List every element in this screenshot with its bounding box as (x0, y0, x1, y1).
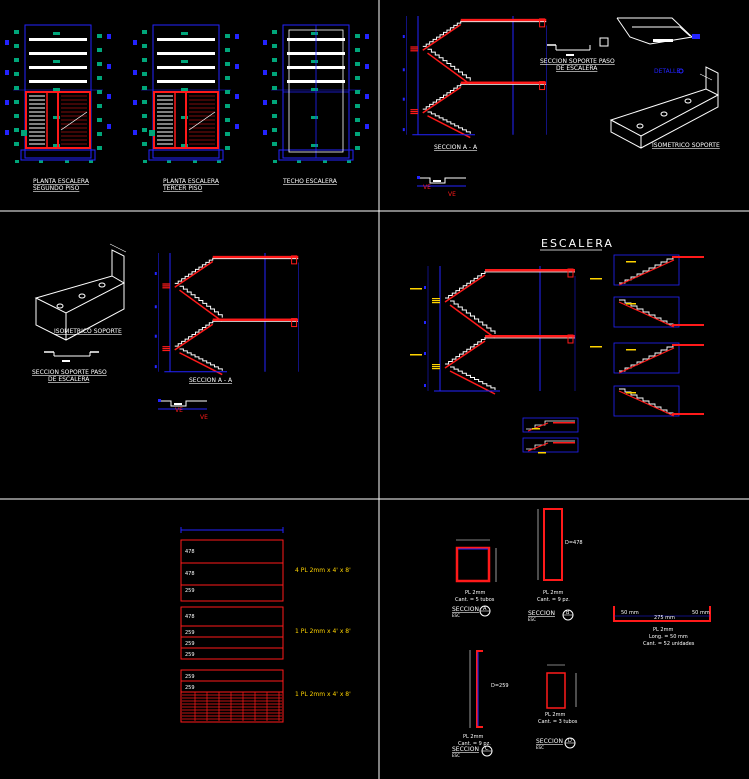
support-section-mid-subtitle: DE ESCALERA (48, 376, 90, 383)
section-c-pl: PL 2mm (463, 734, 483, 740)
plate1-row3: 259 (185, 588, 195, 594)
channel-part (613, 606, 711, 622)
plan-roof (263, 24, 369, 163)
panel-section-middle-left: ISOMETRICO SOPORTE SECCION SOPORTE PASO … (32, 243, 299, 421)
section-c-part (469, 650, 483, 728)
plate3-row1: 259 (185, 674, 195, 680)
plate2-row1: 478 (185, 614, 195, 620)
stair-section-a (402, 16, 547, 139)
channel-dim-mid: 275 mm (654, 615, 675, 621)
plate2-row2: 259 (185, 630, 195, 636)
panel-plans: PLANTA ESCALERA SEGUNDO PISO PLANTA ESCA… (5, 24, 369, 192)
detail-callout-marker (678, 68, 684, 74)
section-d-mark: D (568, 738, 572, 744)
support-section-mid (44, 351, 99, 362)
plate-layout-3 (180, 669, 284, 723)
stair-mini-details (522, 417, 579, 454)
support-section-subtitle: DE ESCALERA (556, 65, 598, 72)
plan-second-floor-subtitle: SEGUNDO PISO (33, 185, 80, 192)
section-d-pl: PL 2mm (545, 712, 565, 718)
section-c-dim: D=259 (491, 683, 509, 689)
plate2-row4: 259 (185, 652, 195, 658)
panel-section-top: SECCION A - A SECCION SOPORTE PASO DE ES… (402, 16, 720, 198)
plate3-row2: 259 (185, 685, 195, 691)
escalera-title: ESCALERA (541, 237, 614, 250)
plan-third-floor (133, 24, 239, 163)
channel-long: Long. = 50 mm (649, 634, 688, 640)
isometric-support-mid-title: ISOMETRICO SOPORTE (54, 328, 122, 335)
section-d-label: SECCION (536, 738, 563, 745)
plate3-note: 1 PL 2mm x 4' x 8' (295, 691, 351, 698)
plan-third-floor-title: PLANTA ESCALERA (163, 178, 220, 185)
section-c-mark: C (485, 746, 489, 752)
section-d-scale: ESC (536, 745, 544, 750)
section-b-dim: D=478 (565, 540, 583, 546)
section-a-pl: PL 2mm (465, 590, 485, 596)
plan-second-floor (5, 24, 111, 163)
channel-pl: PL 2mm (653, 627, 673, 633)
plate-layout-1 (180, 539, 284, 602)
section-a-part (455, 539, 497, 583)
ve-mid-label-1: VE (175, 407, 183, 414)
section-a-title: SECCION A - A (434, 144, 478, 151)
isometric-support-top (609, 66, 720, 149)
stair-elevation-main (410, 266, 602, 395)
channel-qty: Cant. = 52 unidades (643, 641, 695, 647)
support-section-detail (547, 37, 609, 56)
plan-third-floor-subtitle: TERCER PISO (162, 185, 203, 192)
panel-escalera: ESCALERA (410, 237, 704, 454)
ve-label-1: VE (423, 184, 431, 191)
ve-detail-mid (158, 399, 207, 410)
ve-mid-label-2: VE (200, 414, 208, 421)
ve-label-2: VE (448, 191, 456, 198)
section-a-qty: Cant. = 5 tubos (455, 597, 495, 603)
step-detail-sketch (616, 17, 700, 45)
section-c-scale: ESC (452, 753, 460, 758)
plate1-row1: 478 (185, 549, 195, 555)
section-c-qty: Cant. = 9 pz. (458, 741, 491, 747)
ve-detail-top (417, 176, 466, 187)
plate2-note: 1 PL 2mm x 4' x 8' (295, 628, 351, 635)
isometric-support-title: ISOMETRICO SOPORTE (652, 142, 720, 149)
stair-section-a-mid (154, 253, 299, 376)
plate2-row3: 259 (185, 641, 195, 647)
support-section-title: SECCION SOPORTE PASO (540, 58, 615, 65)
plate1-row2: 478 (185, 571, 195, 577)
section-a-mark: A (483, 606, 487, 612)
section-b-part (537, 508, 563, 581)
isometric-support-mid (34, 243, 127, 341)
detail-label: DETALLE (654, 68, 680, 75)
plate1-note: 4 PL 2mm x 4' x 8' (295, 567, 351, 574)
section-b-scale: ESC (528, 617, 536, 622)
plate-layout-2 (180, 606, 284, 660)
panel-part-sections: PL 2mm Cant. = 5 tubos SECCION ESC A D=4… (452, 508, 711, 758)
section-b-pl: PL 2mm (543, 590, 563, 596)
plan-roof-title: TECHO ESCALERA (282, 178, 338, 185)
section-b-label: SECCION (528, 610, 555, 617)
channel-dim-left: 50 mm (621, 610, 639, 616)
support-section-mid-title: SECCION SOPORTE PASO (32, 369, 107, 376)
section-b-qty: Cant. = 9 pz. (537, 597, 570, 603)
stair-flights-right (613, 254, 704, 417)
section-b-mark: B (566, 610, 570, 616)
plan-second-floor-title: PLANTA ESCALERA (33, 178, 90, 185)
section-a-scale: ESC (452, 613, 460, 618)
channel-dim-right: 50 mm (692, 610, 710, 616)
section-a-label: SECCION (452, 606, 479, 613)
section-a-mid-title: SECCION A - A (189, 377, 233, 384)
section-c-label: SECCION (452, 746, 479, 753)
section-d-part (546, 664, 577, 709)
panel-plate-layout: 478 478 259 4 PL 2mm x 4' x 8' 478 259 2… (180, 527, 351, 723)
section-d-qty: Cant. = 3 tubos (538, 719, 578, 725)
